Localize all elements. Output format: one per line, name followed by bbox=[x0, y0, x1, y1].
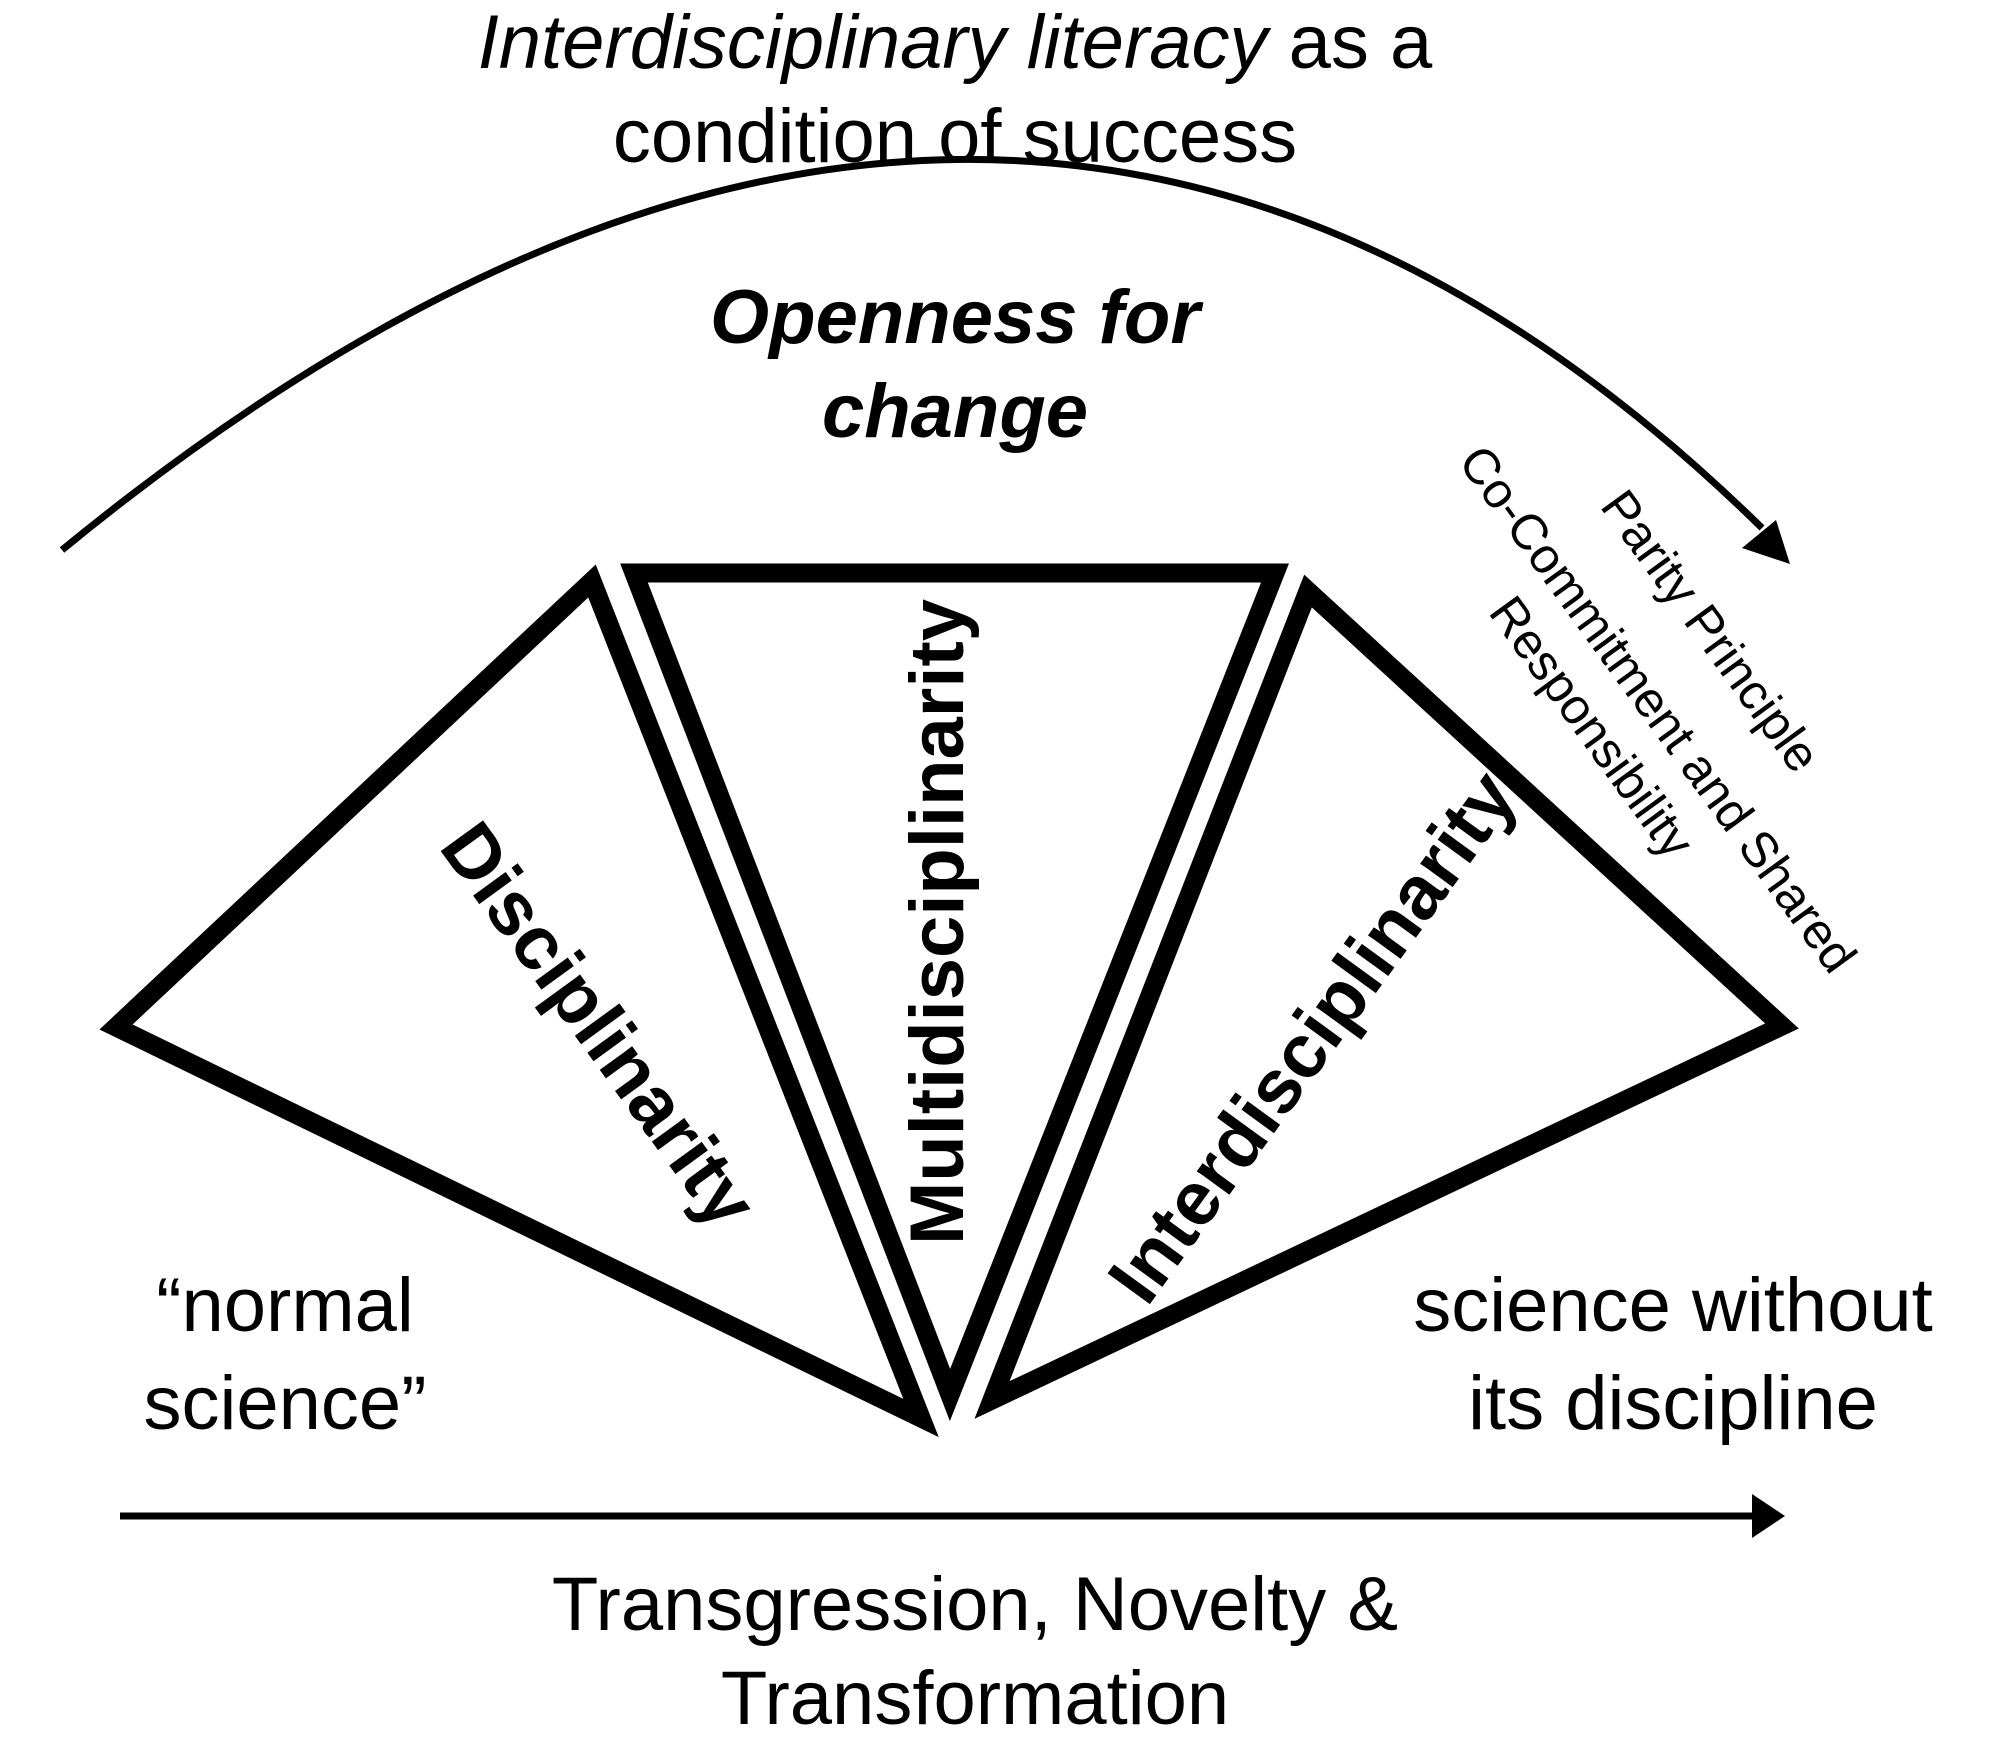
science-without-line-1: science without bbox=[1413, 1263, 1933, 1348]
title-rest-part: as a bbox=[1268, 0, 1433, 85]
title-line-1: Interdisciplinary literacy as a bbox=[478, 0, 1433, 85]
transgression-label-line-1: Transgression, Novelty & bbox=[552, 1562, 1398, 1647]
openness-label-line-2: change bbox=[822, 369, 1088, 454]
title-italic-part: Interdisciplinary literacy bbox=[478, 0, 1272, 85]
science-without-line-2: its discipline bbox=[1468, 1361, 1878, 1446]
normal-science-line-2: science” bbox=[144, 1361, 427, 1446]
openness-label-line-1: Openness for bbox=[710, 275, 1204, 360]
transgression-label-line-2: Transformation bbox=[721, 1656, 1229, 1741]
openness-arc-arrowhead bbox=[1742, 520, 1790, 564]
multidisciplinarity-label: Multidisciplinarity bbox=[895, 599, 980, 1245]
multidisciplinarity-triangle bbox=[620, 563, 1289, 1422]
openness-arc-arrow bbox=[59, 156, 1765, 553]
transgression-arrowhead bbox=[1752, 1494, 1785, 1538]
interdisciplinarity-triangle bbox=[974, 574, 1799, 1419]
disciplinarity-triangle bbox=[99, 564, 939, 1438]
title-line-2: condition of success bbox=[613, 94, 1297, 179]
normal-science-line-1: “normal bbox=[156, 1263, 414, 1348]
